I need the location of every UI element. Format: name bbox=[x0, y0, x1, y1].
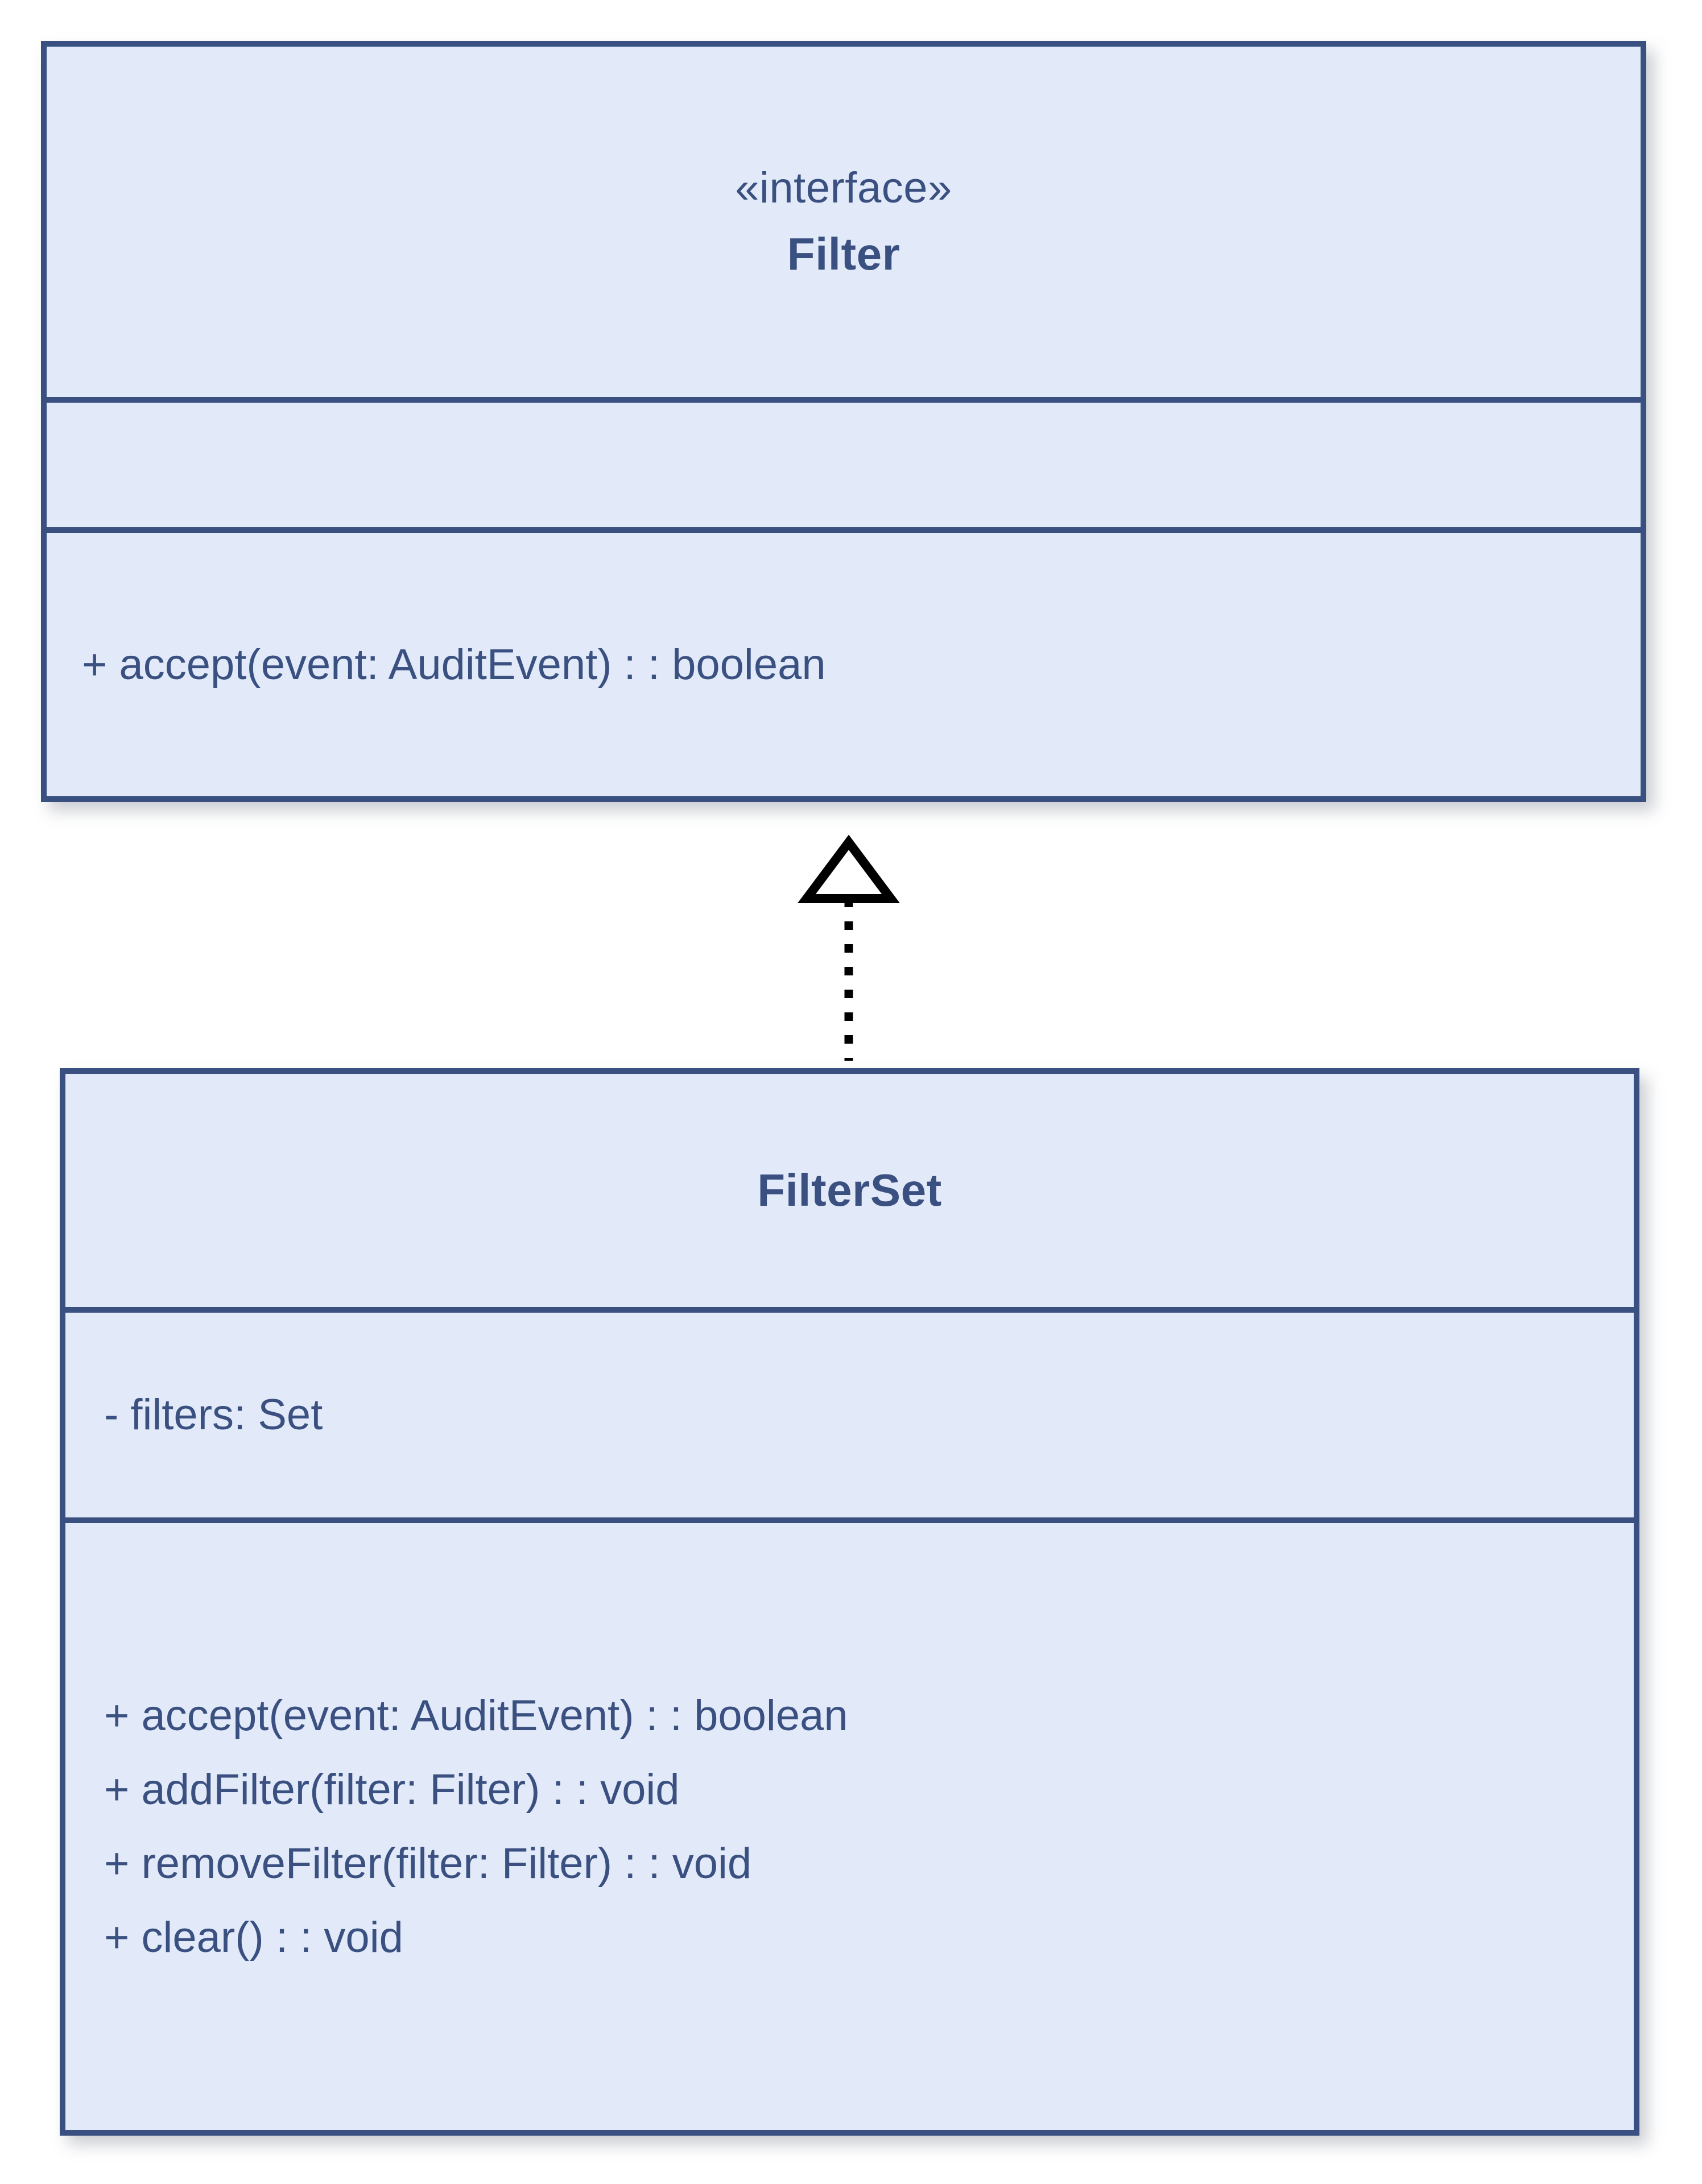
operation-list: + accept(event: AuditEvent) : : boolean … bbox=[65, 1694, 1634, 1959]
class-name-filterset: FilterSet bbox=[757, 1165, 942, 1215]
class-box-filterset[interactable]: FilterSet - filters: Set + accept(event:… bbox=[60, 1068, 1639, 2136]
class-box-filter[interactable]: «interface» Filter + accept(event: Audit… bbox=[41, 41, 1646, 802]
operation-list: + accept(event: AuditEvent) : : boolean bbox=[47, 643, 1641, 686]
operations-compartment-filterset: + accept(event: AuditEvent) : : boolean … bbox=[65, 1517, 1634, 2130]
attribute-item: - filters: Set bbox=[104, 1391, 323, 1439]
operations-compartment-filter: + accept(event: AuditEvent) : : boolean bbox=[47, 527, 1641, 796]
attributes-compartment-filter bbox=[47, 397, 1641, 527]
class-name-filter: Filter bbox=[787, 229, 900, 279]
hollow-triangle-arrowhead-icon bbox=[798, 834, 900, 903]
attributes-compartment-filterset: - filters: Set bbox=[65, 1307, 1634, 1517]
operation-item: + accept(event: AuditEvent) : : boolean bbox=[82, 640, 826, 689]
attribute-list: - filters: Set bbox=[65, 1393, 1634, 1437]
operation-item: + removeFilter(filter: Filter) : : void bbox=[104, 1839, 752, 1888]
stereotype-label: «interface» bbox=[735, 164, 952, 212]
realization-connector bbox=[798, 834, 900, 1061]
class-header-filter: «interface» Filter bbox=[47, 47, 1641, 397]
operation-item: + addFilter(filter: Filter) : : void bbox=[104, 1765, 680, 1814]
operation-item: + clear() : : void bbox=[104, 1913, 403, 1962]
operation-item: + accept(event: AuditEvent) : : boolean bbox=[104, 1691, 848, 1740]
class-header-filterset: FilterSet bbox=[65, 1074, 1634, 1307]
